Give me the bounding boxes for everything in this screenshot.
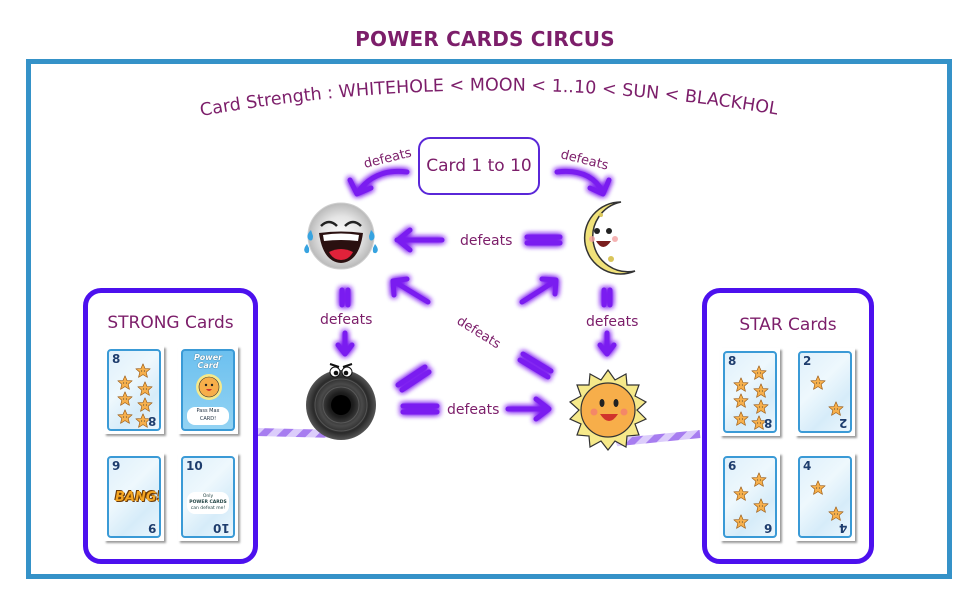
- star-icon: [828, 506, 844, 522]
- card-face: 10 Only POWER CARDS can defeat me! 10: [181, 456, 235, 538]
- star-icon: [753, 383, 769, 399]
- star-card-2[interactable]: 2 2: [795, 348, 855, 436]
- arrow-blackhole-to-sun: [400, 396, 552, 422]
- arrow-blackhole-to-moon: [395, 276, 559, 393]
- star-icon: [733, 514, 749, 530]
- star-icon: [810, 480, 826, 496]
- strong-card-8[interactable]: 8 8: [104, 346, 164, 434]
- sun-face-icon: [568, 368, 648, 451]
- card-face: 8 8: [107, 349, 161, 431]
- label-defeats-moon-whitehole: defeats: [460, 233, 512, 249]
- arrow-whitehole-to-blackhole: [335, 287, 355, 357]
- card-number-bottom: 8: [147, 414, 156, 428]
- strong-card-10[interactable]: 10 Only POWER CARDS can defeat me! 10: [178, 453, 238, 541]
- arrow-moon-to-sun: [597, 287, 617, 357]
- star-icon: [137, 381, 153, 397]
- sun-node: [568, 368, 648, 451]
- card-strength-line: Card Strength : WHITEHOLE < MOON < 1..10…: [197, 76, 777, 121]
- blackhole-face-icon: [306, 363, 376, 440]
- star-card-8[interactable]: 8 8: [720, 348, 780, 436]
- card-face: 6 6: [723, 456, 777, 538]
- moon-face-icon: [583, 201, 636, 275]
- star-icon: [828, 401, 844, 417]
- arrow-sun-to-whitehole: [390, 276, 554, 380]
- star-icon: [733, 411, 749, 427]
- star-icon: [753, 399, 769, 415]
- star-icon: [751, 472, 767, 488]
- card-number-top: 2: [803, 354, 812, 368]
- label-defeats-whitehole-blackhole: defeats: [320, 312, 372, 328]
- card-face: 9 BANG! 9: [107, 456, 161, 538]
- laughing-crying-face-icon: [304, 202, 378, 270]
- moon-node: [583, 201, 636, 275]
- power-card-msg-line1: Pass Max: [196, 408, 220, 414]
- arrow-card-to-whitehole: [347, 168, 410, 197]
- blackhole-node: [306, 363, 376, 440]
- card-number-bottom: 9: [147, 521, 156, 535]
- card-number-bottom: 4: [838, 521, 847, 535]
- star-icon: [137, 397, 153, 413]
- strong-card-power[interactable]: Power Card Pass Max CARD!: [178, 346, 238, 434]
- burst-message: Only POWER CARDS can defeat me!: [187, 492, 229, 514]
- label-defeats-sun-whitehole: defeats: [454, 314, 503, 353]
- power-card-message: Pass Max CARD!: [187, 407, 229, 425]
- arrow-moon-to-whitehole: [394, 227, 563, 253]
- card-number-bottom: 10: [213, 521, 230, 535]
- label-defeats-moon-sun: defeats: [586, 314, 638, 330]
- card-number-top: 9: [112, 459, 121, 473]
- star-card-4[interactable]: 4 4: [795, 453, 855, 541]
- power-card-msg-line2: CARD!: [199, 416, 217, 422]
- burst-line3: can defeat me!: [190, 506, 226, 511]
- star-icon: [751, 415, 767, 431]
- star-icon: [117, 409, 133, 425]
- card-number-top: 8: [112, 352, 121, 366]
- star-icon: [733, 377, 749, 393]
- star-cards-panel: STAR Cards 8 8 2 2 6 6 4 4: [702, 288, 874, 564]
- card-number-top: 10: [186, 459, 203, 473]
- strong-cards-title: STRONG Cards: [107, 313, 234, 333]
- star-icon: [753, 498, 769, 514]
- star-icon: [810, 375, 826, 391]
- card-number-top: 4: [803, 459, 812, 473]
- star-icon: [733, 486, 749, 502]
- star-icon: [733, 393, 749, 409]
- star-card-6[interactable]: 6 6: [720, 453, 780, 541]
- star-icon: [117, 391, 133, 407]
- label-defeats-card-whitehole: defeats: [362, 145, 413, 171]
- star-icon: [135, 363, 151, 379]
- card-number-bottom: 6: [763, 521, 772, 535]
- card-1-to-10-box: Card 1 to 10: [418, 137, 540, 195]
- card-face: 2 2: [798, 351, 852, 433]
- page-title: POWER CARDS CIRCUS: [355, 27, 615, 51]
- star-icon: [751, 365, 767, 381]
- card-face: Power Card Pass Max CARD!: [181, 349, 235, 431]
- bang-burst-text: BANG!: [115, 490, 161, 505]
- star-icon: [135, 413, 151, 429]
- sun-face-icon: [196, 374, 222, 400]
- power-card-title-line1: Power: [193, 353, 223, 362]
- label-defeats-blackhole-sun: defeats: [447, 402, 499, 418]
- burst-line2: POWER CARDS: [189, 500, 227, 505]
- card-face: 4 4: [798, 456, 852, 538]
- card-number-bottom: 2: [838, 416, 847, 430]
- arrow-card-to-moon: [554, 168, 612, 197]
- card-number-bottom: 8: [763, 416, 772, 430]
- burst-line1: Only: [202, 494, 214, 499]
- card-number-top: 6: [728, 459, 737, 473]
- star-icon: [117, 375, 133, 391]
- whitehole-node: [304, 202, 378, 270]
- card-face: 8 8: [723, 351, 777, 433]
- power-card-title-line2: Card: [197, 361, 219, 370]
- card-number-top: 8: [728, 354, 737, 368]
- power-card-title: Power Card: [183, 354, 233, 370]
- star-cards-title: STAR Cards: [739, 315, 837, 335]
- diagram-frame: [26, 59, 952, 579]
- strong-cards-panel: STRONG Cards 8 8 Power Card Pass Max CAR…: [83, 288, 258, 564]
- strong-card-9[interactable]: 9 BANG! 9: [104, 453, 164, 541]
